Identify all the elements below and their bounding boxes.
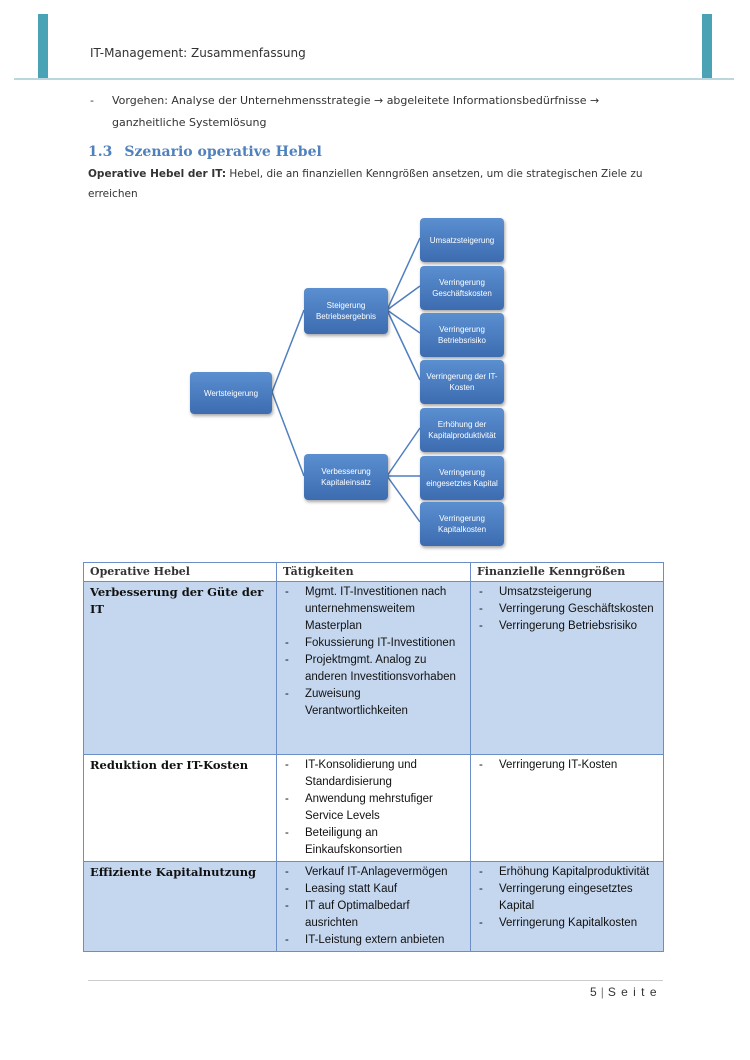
activity-item: IT-Leistung extern anbieten [283, 932, 464, 949]
connector-root-mid2 [271, 391, 305, 477]
diagram-node-leaf: Verringerung Betriebsrisiko [420, 313, 504, 357]
kpi-item: Verringerung Geschäftskosten [477, 601, 657, 618]
connector-root-mid1 [271, 309, 305, 393]
header-title: IT-Management: Zusammenfassung [90, 46, 306, 60]
column-header: Tätigkeiten [276, 562, 471, 582]
activity-item: IT auf Optimalbedarf ausrichten [283, 898, 464, 932]
hierarchy-diagram: Wertsteigerung Steigerung Betriebsergebn… [190, 218, 504, 546]
activity-item: Mgmt. IT-Investitionen nach unternehmens… [283, 584, 464, 635]
kpi-item: Umsatzsteigerung [477, 584, 657, 601]
column-header: Finanzielle Kenngrößen [470, 562, 664, 582]
diagram-node-mid: Verbesserung Kapitaleinsatz [304, 454, 388, 500]
diagram-node-mid: Steigerung Betriebsergebnis [304, 288, 388, 334]
header-accent-bar-right [702, 14, 712, 80]
operative-levers-table: Operative Hebel Tätigkeiten Finanzielle … [83, 562, 664, 952]
section-description: Operative Hebel der IT: Hebel, die an fi… [88, 164, 668, 204]
diagram-node-leaf: Erhöhung der Kapitalproduktivität [420, 408, 504, 452]
diagram-node-leaf: Verringerung eingesetztes Kapital [420, 456, 504, 500]
diagram-node-leaf: Verringerung der IT-Kosten [420, 360, 504, 404]
section-title: Szenario operative Hebel [124, 144, 322, 160]
activities-cell: Mgmt. IT-Investitionen nach unternehmens… [276, 581, 471, 755]
page-word: S e i t e [607, 985, 658, 999]
table-row: Verbesserung der Güte der IT Mgmt. IT-In… [83, 581, 664, 755]
kpi-item: Verringerung eingesetztes Kapital [477, 881, 657, 915]
activity-item: Beteiligung an Einkaufskonsortien [283, 825, 464, 859]
operative-levers-table-wrap: Operative Hebel Tätigkeiten Finanzielle … [83, 562, 664, 952]
kpis-cell: Erhöhung Kapitalproduktivität Verringeru… [470, 861, 664, 952]
connector-mid2-leaf7 [386, 475, 421, 523]
activity-item: Verkauf IT-Anlagevermögen [283, 864, 464, 881]
connector-mid1-leaf3 [386, 309, 421, 334]
activity-item: Leasing statt Kauf [283, 881, 464, 898]
activity-item: IT-Konsolidierung und Standardisierung [283, 757, 464, 791]
section-lead-bold: Operative Hebel der IT: [88, 168, 227, 180]
lever-cell: Reduktion der IT-Kosten [83, 754, 277, 862]
kpi-item: Verringerung IT-Kosten [477, 757, 657, 774]
diagram-node-leaf: Verringerung Kapitalkosten [420, 502, 504, 546]
table-row: Effiziente Kapitalnutzung Verkauf IT-Anl… [83, 861, 664, 952]
diagram-node-leaf: Verringerung Geschäftskosten [420, 266, 504, 310]
kpis-cell: Umsatzsteigerung Verringerung Geschäftsk… [470, 581, 664, 755]
section-heading: 1.3 Szenario operative Hebel [88, 144, 322, 160]
header-divider [14, 78, 734, 80]
lever-cell: Verbesserung der Güte der IT [83, 581, 277, 755]
intro-bullet-text: Vorgehen: Analyse der Unternehmensstrate… [112, 94, 600, 129]
page-footer: 5|S e i t e [590, 985, 658, 999]
kpi-item: Erhöhung Kapitalproduktivität [477, 864, 657, 881]
diagram-connectors [271, 237, 421, 523]
connector-mid2-leaf5 [386, 427, 421, 477]
kpi-item: Verringerung Betriebsrisiko [477, 618, 657, 635]
header-accent-bar-left [38, 14, 48, 80]
table-header-row: Operative Hebel Tätigkeiten Finanzielle … [83, 562, 664, 582]
intro-bullet: - Vorgehen: Analyse der Unternehmensstra… [90, 90, 652, 134]
page-number: 5 [590, 985, 598, 999]
connector-mid1-leaf1 [386, 237, 421, 311]
activity-item: Fokussierung IT-Investitionen [283, 635, 464, 652]
connector-mid1-leaf2 [386, 285, 421, 311]
footer-separator: | [600, 985, 605, 999]
activities-cell: IT-Konsolidierung und Standardisierung A… [276, 754, 471, 862]
activity-item: Zuweisung Verantwortlichkeiten [283, 686, 464, 720]
column-header: Operative Hebel [83, 562, 277, 582]
activity-item: Anwendung mehrstufiger Service Levels [283, 791, 464, 825]
diagram-node-leaf: Umsatzsteigerung [420, 218, 504, 262]
table-row: Reduktion der IT-Kosten IT-Konsolidierun… [83, 754, 664, 862]
section-number: 1.3 [88, 144, 113, 160]
activities-cell: Verkauf IT-Anlagevermögen Leasing statt … [276, 861, 471, 952]
kpi-item: Verringerung Kapitalkosten [477, 915, 657, 932]
activity-item: Projektmgmt. Analog zu anderen Investiti… [283, 652, 464, 686]
footer-divider [88, 980, 663, 981]
lever-cell: Effiziente Kapitalnutzung [83, 861, 277, 952]
kpis-cell: Verringerung IT-Kosten [470, 754, 664, 862]
bullet-dash: - [90, 94, 94, 107]
connector-mid1-leaf4 [386, 309, 421, 381]
section-lead-text: Hebel, die an finanziellen Kenngrößen an… [88, 168, 643, 200]
diagram-node-root: Wertsteigerung [190, 372, 272, 414]
